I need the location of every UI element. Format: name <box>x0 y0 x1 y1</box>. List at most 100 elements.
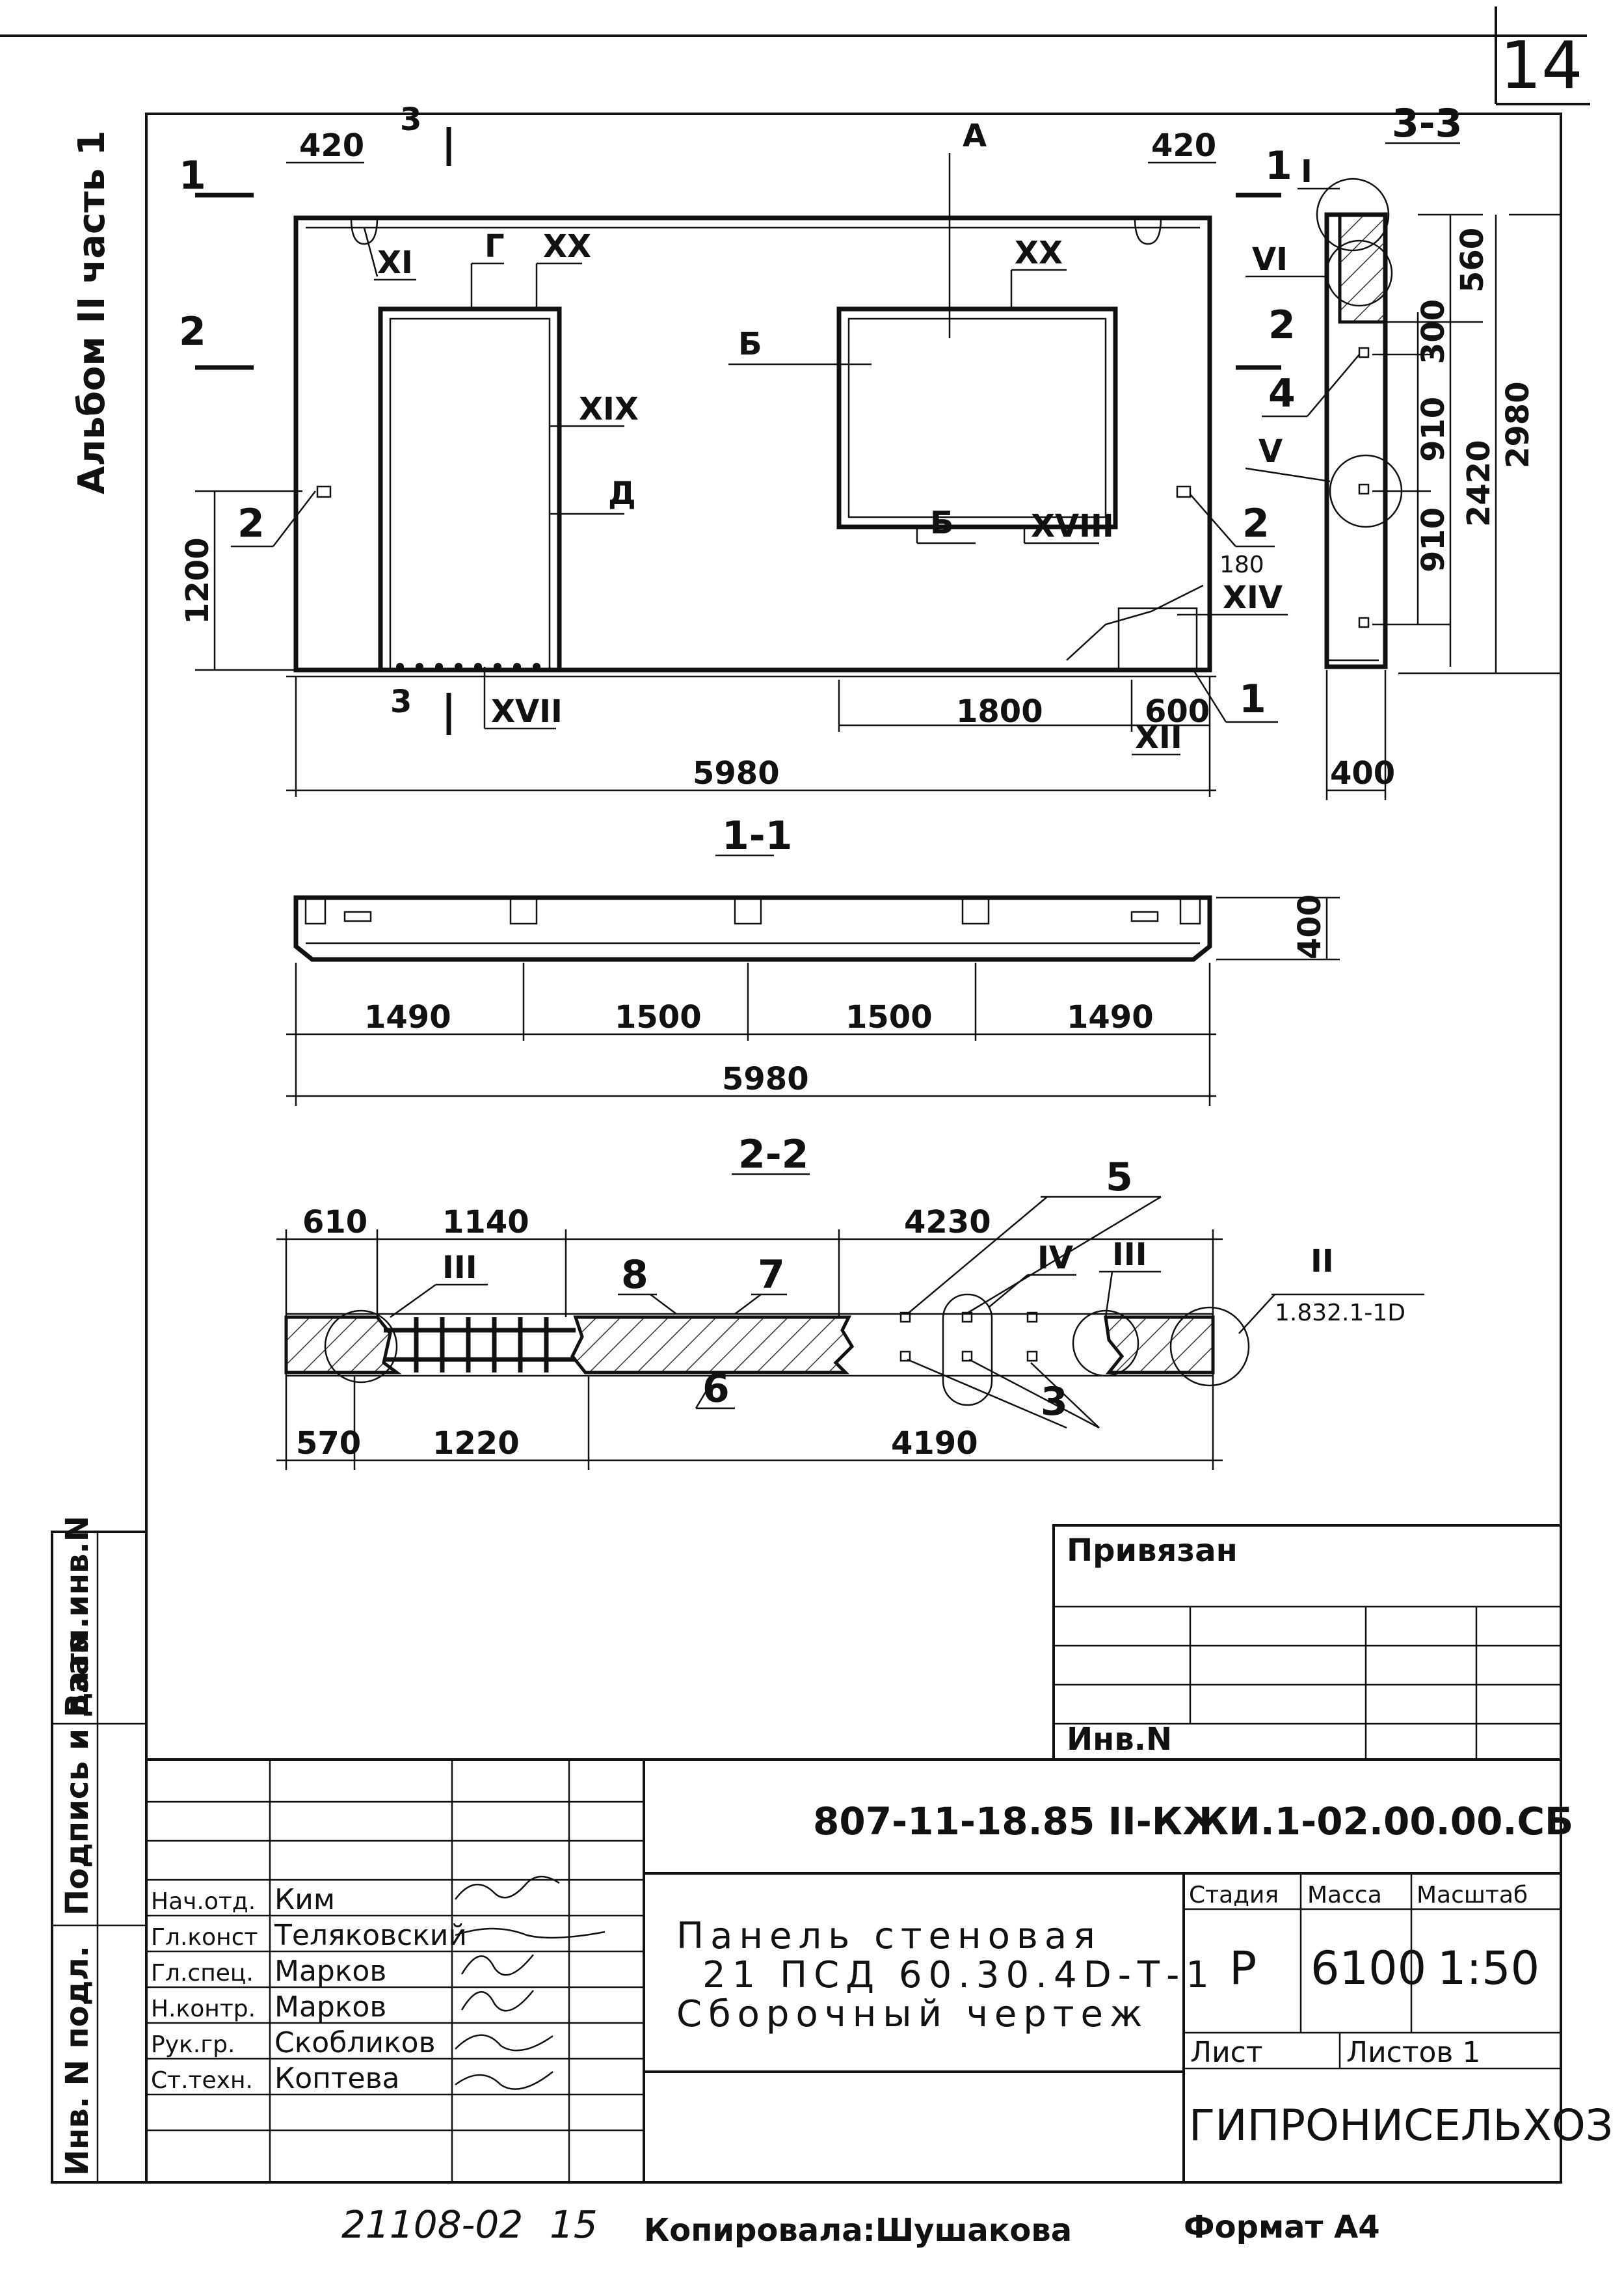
dim-bottom-1800: 1800 <box>956 693 1043 730</box>
dim-400-section33: 400 <box>1330 755 1395 792</box>
drawing-frame <box>145 113 1562 2184</box>
signer-name-4: Марков <box>274 1990 386 2024</box>
signer-role-4: Н.контр. <box>151 1996 256 2022</box>
dim-2420: 2420 <box>1461 440 1497 527</box>
label-XX-right: XX <box>1015 235 1063 271</box>
dim-5980-section11: 5980 <box>722 1061 809 1097</box>
sheet-header: 14 <box>0 7 1590 105</box>
label-III-left: III <box>442 1250 477 1286</box>
dim-top-right: 420 <box>1151 127 1216 164</box>
handwritten-signatures <box>455 1875 606 2090</box>
signer-role-5: Рук.гр. <box>151 2031 235 2058</box>
signer-role-1: Нач.отд. <box>151 1888 256 1915</box>
dim-910-upper: 910 <box>1415 397 1452 462</box>
signer-name-2: Теляковский <box>274 1919 467 1952</box>
dim-610: 610 <box>302 1204 367 1240</box>
signer-name-5: Скобликов <box>274 2026 436 2059</box>
section-mark-3-bottom: 3 <box>390 684 412 720</box>
label-XIX: XIX <box>579 391 639 427</box>
dim-1490-left: 1490 <box>364 999 451 1036</box>
signer-name-1: Ким <box>274 1883 335 1916</box>
label-V: V <box>1258 433 1283 470</box>
label-IV: IV <box>1037 1240 1073 1276</box>
strip-inv-podl: Инв. N подл. <box>59 1946 96 2176</box>
section-1-1: 1-1 1490 1500 1500 1490 5980 400 <box>286 813 1340 1106</box>
door-bottom-studs <box>396 663 540 671</box>
label-G: Г <box>485 228 505 265</box>
privyazan-inv: Инв.N <box>1067 1721 1172 1758</box>
document-code: 807-11-18.85 II-КЖИ.1-02.00.00.СБ <box>813 1799 1573 1843</box>
section-3-3: I VI V 4 560 300 910 910 2420 2980 400 <box>1245 154 1561 800</box>
dim-4190: 4190 <box>891 1425 978 1462</box>
dim-1140: 1140 <box>442 1204 529 1240</box>
section-mark-1-left: 1 <box>179 153 206 198</box>
label-XVII: XVII <box>491 693 563 730</box>
section-mark-2-right: 2 <box>1268 302 1296 348</box>
footer-format: Формат А4 <box>1184 2209 1380 2245</box>
label-XI: XI <box>377 245 413 281</box>
scale-value: 1:50 <box>1437 1942 1539 1995</box>
label-D: Д <box>608 475 636 512</box>
sheets-count-label: Листов 1 <box>1346 2036 1480 2069</box>
footer-number: 21108-02 <box>341 2202 523 2247</box>
signer-name-3: Марков <box>274 1955 386 1988</box>
label-1: 1 <box>1239 676 1266 722</box>
signer-role-2: Гл.конст <box>151 1924 258 1951</box>
strip-podpis-data: Подпись и дата <box>59 1632 96 1916</box>
signer-role-6: Ст.техн. <box>151 2067 253 2094</box>
section-3-3-title: 3-3 <box>1392 101 1462 146</box>
dim-top-left: 420 <box>299 127 364 164</box>
dim-570: 570 <box>296 1425 361 1462</box>
dim-1490-right: 1490 <box>1067 999 1154 1036</box>
label-XX-left: XX <box>543 228 591 265</box>
label-A: А <box>963 118 987 154</box>
dim-1500-left: 1500 <box>615 999 702 1036</box>
section-mark-2-left: 2 <box>179 309 206 355</box>
dim-bottom-600: 600 <box>1145 693 1210 730</box>
dim-300: 300 <box>1415 299 1452 364</box>
main-view: 420 420 1200 1800 600 5980 180 1 1 2 2 3… <box>179 101 1462 797</box>
label-8: 8 <box>621 1252 648 1298</box>
signer-name-6: Коптева <box>274 2062 400 2095</box>
drawing-name-line3: Сборочный чертеж <box>676 1993 1149 2035</box>
organization-name: ГИПРОНИСЕЛЬХОЗ <box>1189 2100 1613 2150</box>
title-block: Нач.отд. Ким Гл.конст Теляковский Гл.спе… <box>146 1758 1613 2182</box>
dim-4230: 4230 <box>904 1204 991 1240</box>
section-mark-1-right: 1 <box>1265 143 1292 189</box>
dim-height-left: 1200 <box>180 537 216 624</box>
privyazan-table: Привязан Инв.N <box>1052 1524 1562 1761</box>
rebar-grid <box>384 1317 576 1372</box>
label-VI: VI <box>1252 241 1288 278</box>
sheet-label: Лист <box>1190 2036 1263 2069</box>
section-2-2-title: 2-2 <box>738 1132 808 1177</box>
section-2-2: 2-2 <box>276 1132 1424 1470</box>
drawing-name-line1: Панель стеновая <box>676 1915 1102 1957</box>
label-3: 3 <box>1041 1379 1068 1425</box>
label-6: 6 <box>702 1366 730 1412</box>
dim-1500-right: 1500 <box>845 999 933 1036</box>
privyazan-title: Привязан <box>1067 1533 1238 1569</box>
sheet-number: 14 <box>1500 27 1582 103</box>
label-XII: XII <box>1135 719 1182 756</box>
label-B-upper: Б <box>738 326 762 362</box>
mass-label: Масса <box>1307 1882 1382 1908</box>
label-2-left: 2 <box>237 501 265 546</box>
label-ref-1832: 1.832.1-1D <box>1275 1300 1405 1326</box>
footer: 21108-02 15 Копировала:Шушакова Формат А… <box>341 2202 1380 2249</box>
dim-1220: 1220 <box>433 1425 520 1462</box>
album-side-label: Альбом II часть 1 <box>71 130 113 494</box>
dim-910-lower: 910 <box>1415 507 1452 572</box>
label-B-lower: Б <box>930 505 954 541</box>
label-7: 7 <box>758 1252 785 1298</box>
stage-label: Стадия <box>1189 1882 1279 1908</box>
label-5: 5 <box>1106 1155 1133 1200</box>
label-II: II <box>1311 1243 1334 1279</box>
section-mark-3-top: 3 <box>400 101 421 138</box>
section-1-1-title: 1-1 <box>722 813 792 859</box>
stage-value: Р <box>1229 1942 1257 1995</box>
label-III-right: III <box>1112 1237 1147 1273</box>
dim-total-width: 5980 <box>693 755 780 792</box>
footer-page: 15 <box>550 2202 598 2247</box>
dim-560: 560 <box>1454 228 1491 293</box>
